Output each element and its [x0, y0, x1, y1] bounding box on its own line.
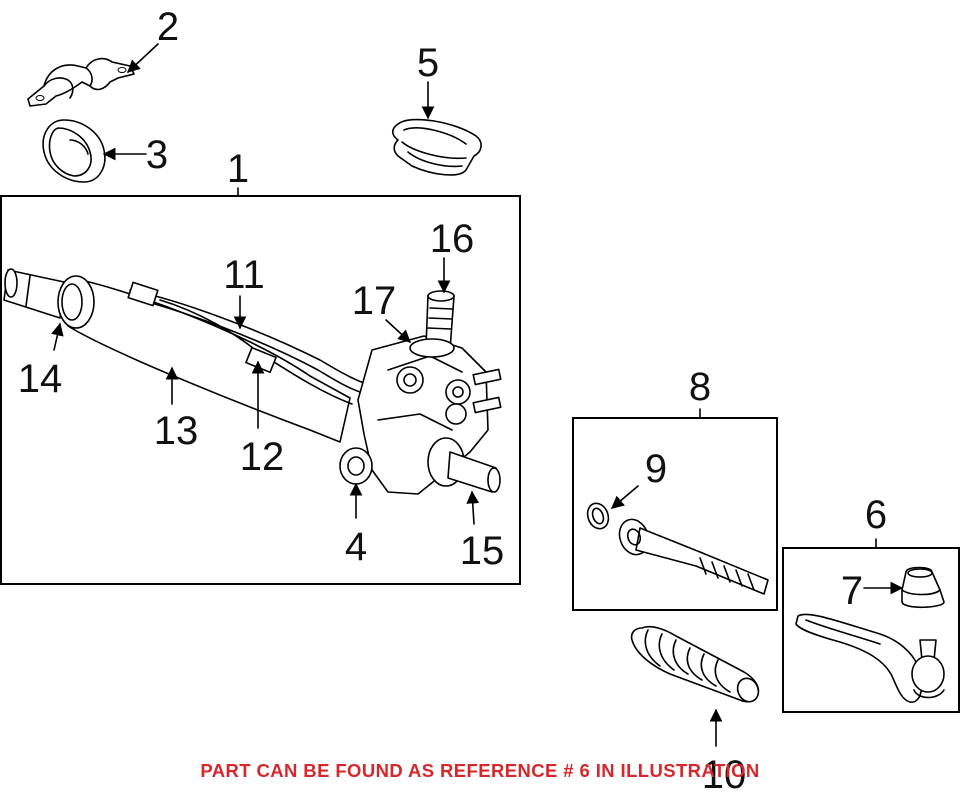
callout-labels: 1 2 3 4 5 6 7 8 9 10 11 12 13 14 15 16 1…	[18, 5, 887, 793]
bushing-part	[42, 119, 106, 183]
callout-16: 16	[430, 217, 475, 261]
callout-7: 7	[841, 569, 863, 613]
assembly-box-6	[782, 547, 960, 713]
o-ring-part	[586, 502, 610, 530]
assembly-box-1	[0, 195, 521, 585]
callout-2: 2	[157, 5, 179, 49]
callout-5: 5	[417, 41, 439, 85]
inner-tie-rod-part	[618, 518, 769, 595]
callout-8: 8	[689, 365, 711, 409]
callout-14: 14	[18, 357, 63, 401]
callout-6: 6	[865, 493, 887, 537]
callout-13: 13	[154, 409, 199, 453]
bellows-boot-part	[630, 625, 760, 703]
outer-tie-rod-end-part	[795, 613, 945, 703]
callout-15: 15	[460, 529, 505, 573]
dust-seal-part	[391, 118, 482, 176]
mounting-bracket-part	[27, 57, 135, 107]
reference-note: PART CAN BE FOUND AS REFERENCE # 6 IN IL…	[200, 760, 760, 781]
callout-12: 12	[240, 435, 285, 479]
callout-1: 1	[227, 147, 249, 191]
callout-3: 3	[146, 133, 168, 177]
callout-4: 4	[345, 525, 367, 569]
steering-rack-assembly	[3, 268, 502, 495]
castle-nut-part	[901, 566, 945, 609]
callout-10: 10	[702, 753, 747, 793]
assembly-box-8	[572, 417, 778, 611]
leader-lines	[51, 43, 904, 747]
callout-9: 9	[645, 447, 667, 491]
callout-11: 11	[223, 253, 265, 297]
callout-17: 17	[352, 279, 397, 323]
